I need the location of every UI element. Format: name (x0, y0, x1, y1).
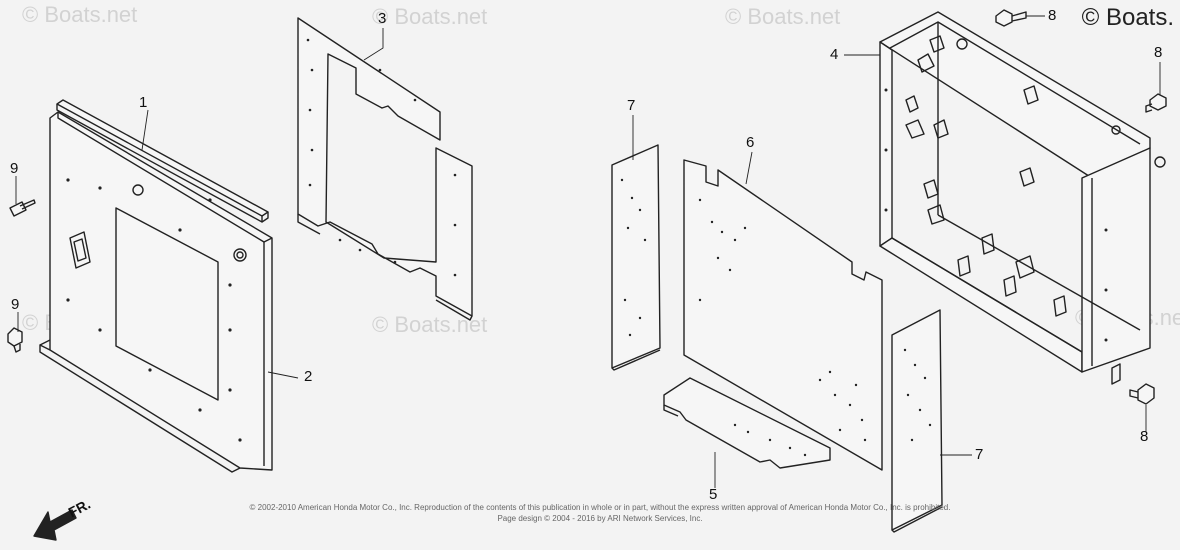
bolt-8-right (1145, 93, 1167, 113)
callout-1: 1 (139, 94, 148, 111)
callout-5: 5 (709, 486, 718, 503)
part-4-case (879, 11, 1166, 385)
part-6-insulation-sheet (683, 159, 883, 471)
corner-watermark: © Boats. (1081, 4, 1174, 31)
callout-3: 3 (378, 10, 387, 27)
callout-9-upper: 9 (10, 160, 19, 177)
part-3-gasket (297, 17, 473, 321)
callout-8-bottom: 8 (1140, 428, 1149, 445)
watermark: © Boats.net (372, 4, 488, 29)
callout-7-right: 7 (975, 446, 984, 463)
copyright-line-2: Page design © 2004 - 2016 by ARI Network… (497, 514, 703, 523)
watermark: © Boats.net (725, 4, 841, 29)
callout-7-left: 7 (627, 97, 636, 114)
callout-8-right: 8 (1154, 44, 1163, 61)
copyright-line-1: © 2002-2010 American Honda Motor Co., In… (249, 503, 951, 512)
bolt-8-top (995, 9, 1027, 27)
part-7-left-strip (611, 144, 661, 371)
part-7-right-strip (891, 309, 943, 533)
watermark: © Boats.net (22, 2, 138, 27)
watermark: © Boats.net (372, 312, 488, 337)
callout-9-lower: 9 (11, 296, 20, 313)
part-2-front-panel (39, 111, 273, 473)
front-direction-arrow (33, 509, 77, 541)
callout-6: 6 (746, 134, 755, 151)
callout-4: 4 (830, 46, 839, 63)
bolt-9-lower (7, 327, 23, 353)
bolt-8-bottom (1129, 383, 1155, 405)
part-5-bottom-plate (663, 377, 831, 469)
callout-2: 2 (304, 368, 313, 385)
bolt-9-upper (9, 199, 36, 217)
part-1-seal-strip (56, 99, 269, 223)
callout-8-top: 8 (1048, 7, 1057, 24)
